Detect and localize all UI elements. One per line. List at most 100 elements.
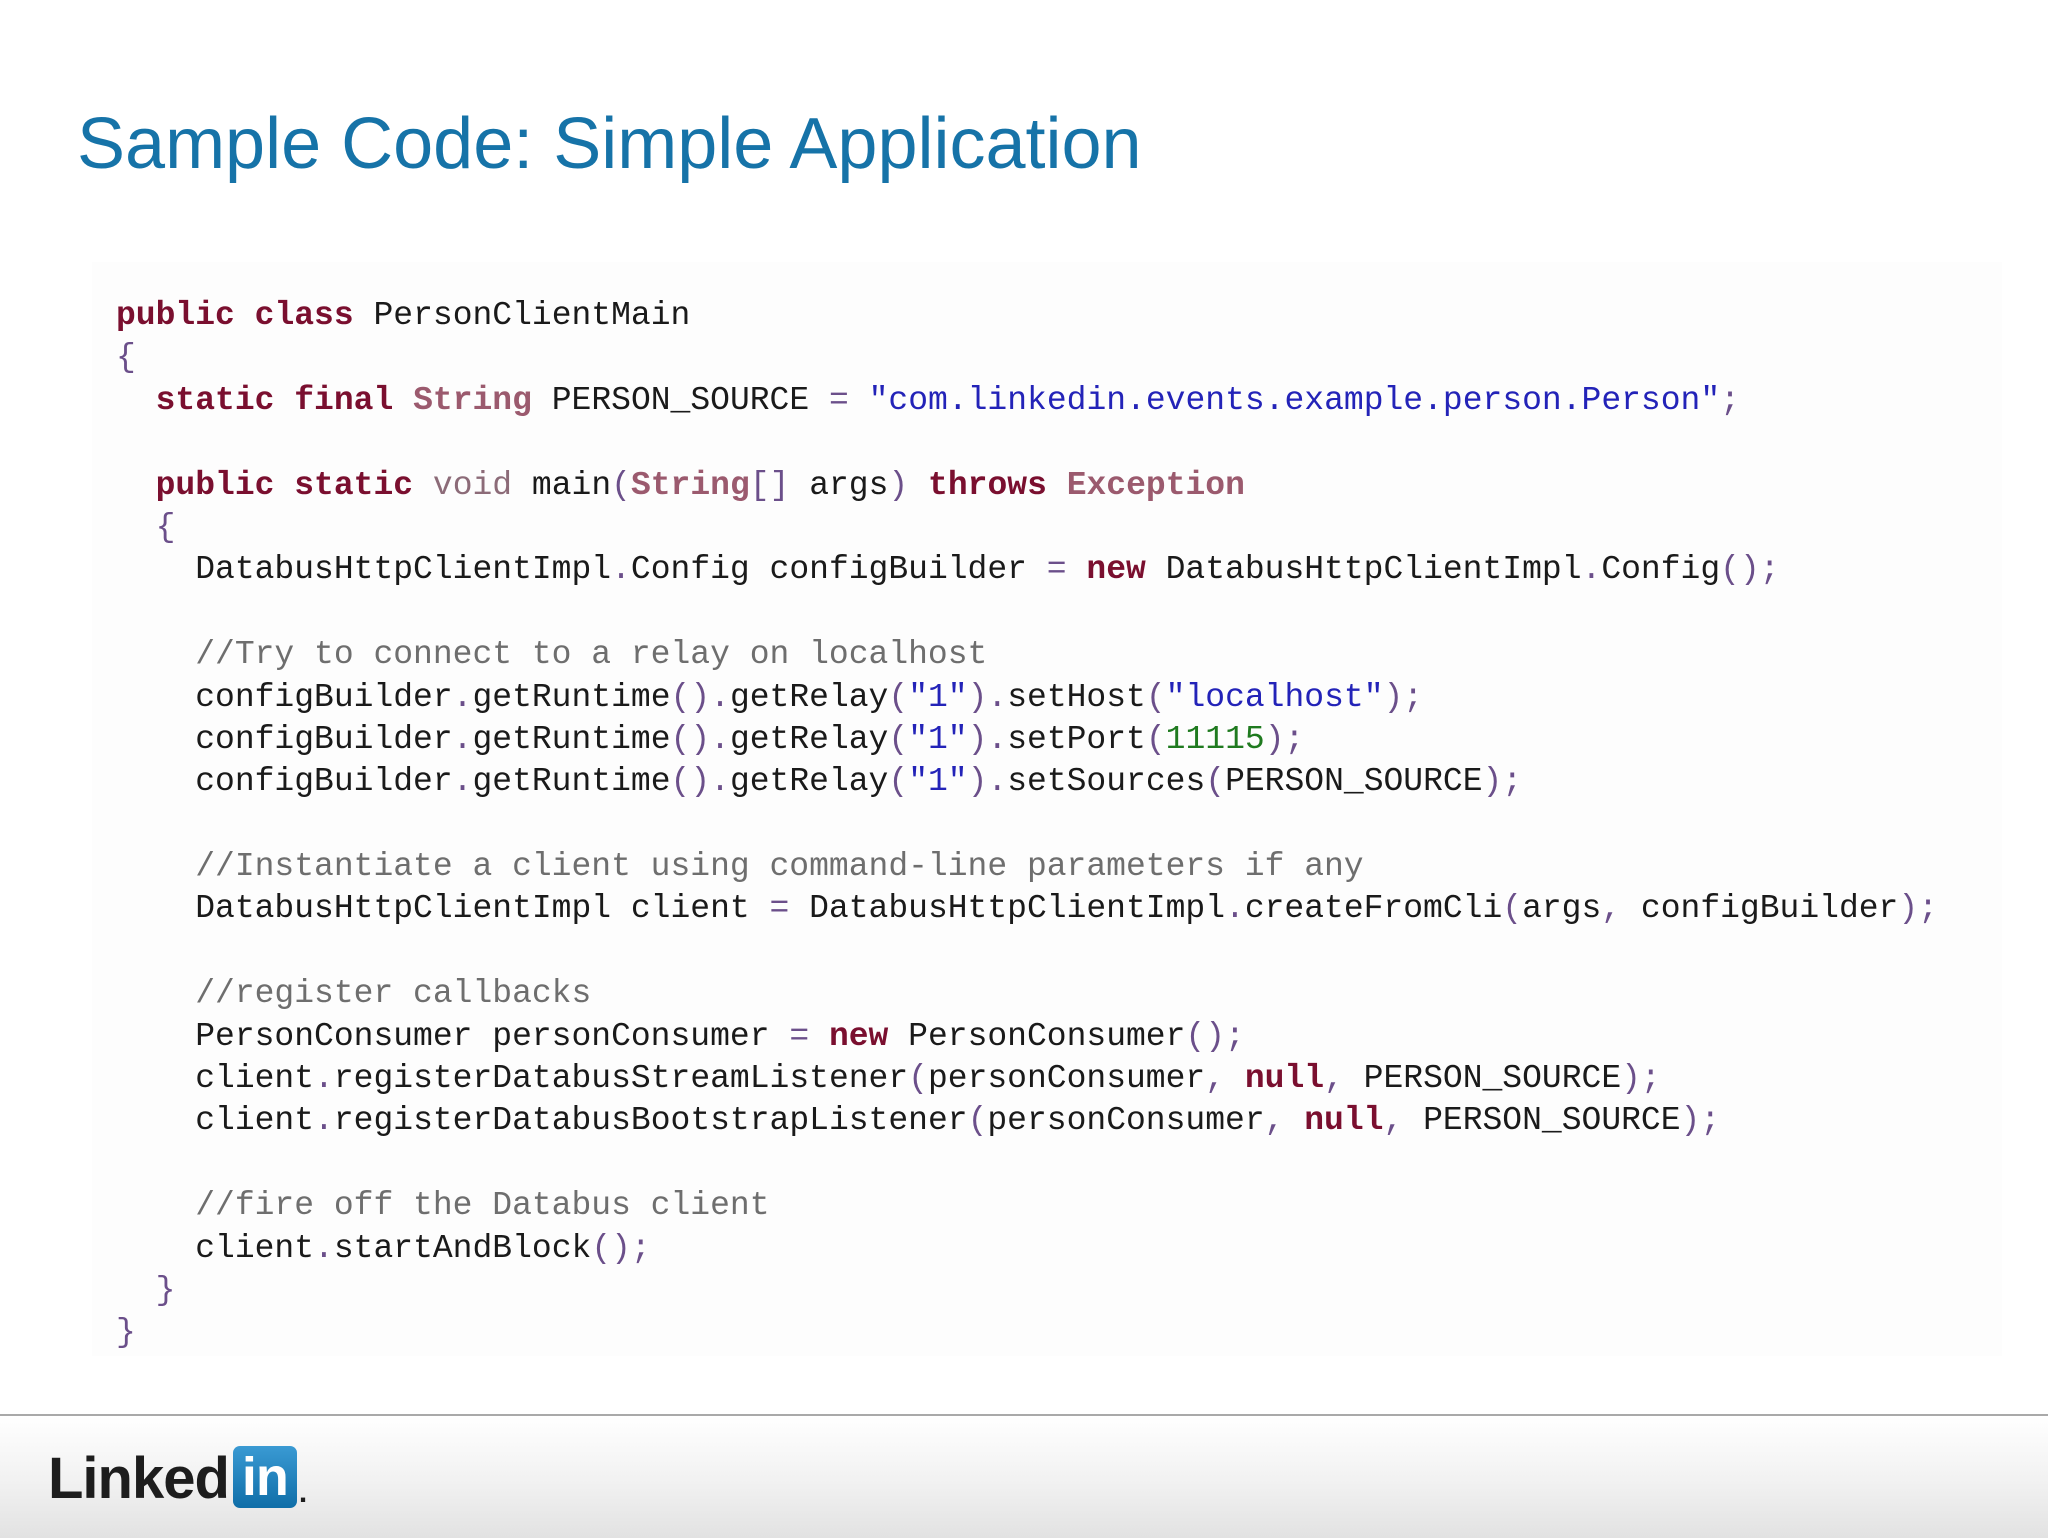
code-token — [908, 467, 928, 504]
code-token: PERSON_SOURCE — [1403, 1102, 1681, 1140]
code-token: ( — [1145, 678, 1166, 716]
code-token: ( — [908, 1060, 928, 1098]
code-token: DatabusHttpClientImpl — [1145, 551, 1582, 589]
code-token: personConsumer — [927, 1060, 1206, 1098]
code-token: args — [789, 466, 889, 504]
code-token: (). — [670, 720, 730, 758]
code-token: static — [155, 381, 275, 419]
code-token: . — [314, 1229, 334, 1267]
code-token: ); — [1482, 763, 1523, 801]
code-token: (). — [670, 678, 730, 716]
code-line — [116, 804, 1938, 846]
code-token: "1" — [908, 720, 968, 758]
code-token: setSources — [1007, 763, 1206, 801]
code-token: getRuntime — [472, 678, 671, 716]
code-token: . — [452, 720, 473, 758]
code-token: (). — [670, 763, 730, 801]
code-token: //Try to connect to a relay on localhost — [116, 636, 988, 674]
code-token: "1" — [908, 678, 968, 716]
code-token: ( — [1502, 890, 1523, 928]
code-token: new — [1086, 551, 1146, 589]
code-token: ); — [1898, 890, 1938, 928]
code-token: main — [512, 466, 612, 504]
code-line: client.startAndBlock(); — [116, 1228, 1938, 1270]
code-token: ( — [888, 720, 909, 758]
code-token — [235, 297, 255, 334]
code-token: null — [1304, 1102, 1384, 1140]
code-line: public static void main(String[] args) t… — [116, 465, 1938, 507]
code-line — [116, 931, 1938, 973]
code-token — [274, 382, 294, 419]
code-token — [809, 1018, 829, 1055]
code-token: } — [155, 1271, 176, 1309]
code-token: "1" — [908, 763, 968, 801]
code-line — [116, 422, 1938, 464]
code-token: //fire off the Databus client — [116, 1187, 770, 1225]
code-token: . — [314, 1102, 334, 1140]
code-token: throws — [928, 466, 1047, 504]
code-token — [413, 467, 433, 504]
code-token: . — [314, 1060, 334, 1098]
code-token: (); — [1185, 1017, 1245, 1055]
code-token: ( — [888, 678, 909, 716]
code-token: getRelay — [729, 720, 889, 758]
code-token: (); — [591, 1229, 651, 1267]
code-token: (); — [1720, 551, 1780, 589]
code-token — [274, 467, 294, 504]
code-token: = — [1046, 551, 1067, 589]
code-token: DatabusHttpClientImpl — [116, 551, 612, 589]
code-token: client — [116, 1060, 315, 1098]
code-token: personConsumer — [987, 1102, 1265, 1140]
code-token: , — [1601, 890, 1622, 928]
code-token: "localhost" — [1165, 678, 1384, 716]
code-token: Config — [1601, 551, 1721, 589]
code-line: //Try to connect to a relay on localhost — [116, 634, 1938, 676]
code-token: class — [254, 297, 354, 334]
code-token: ); — [1621, 1060, 1661, 1098]
code-token — [1047, 467, 1067, 504]
code-token: //register callbacks — [116, 975, 592, 1013]
code-token: PERSON_SOURCE — [1225, 763, 1483, 801]
code-token: public — [116, 297, 235, 334]
logo-registered-dot: . — [298, 1476, 308, 1509]
code-token: registerDatabusBootstrapListener — [333, 1102, 968, 1140]
code-token: Exception — [1066, 466, 1245, 504]
code-token: null — [1244, 1060, 1325, 1098]
code-token: public — [155, 466, 275, 504]
code-token: PersonConsumer — [888, 1017, 1186, 1055]
code-token: args — [1522, 890, 1602, 928]
code-token: "com.linkedin.events.example.person.Pers… — [868, 381, 1721, 419]
code-token — [116, 509, 156, 546]
code-line: client.registerDatabusStreamListener(per… — [116, 1058, 1938, 1100]
code-token: PERSON_SOURCE — [1343, 1060, 1622, 1098]
code-token: ; — [1720, 381, 1740, 419]
code-token: . — [452, 763, 473, 801]
code-token: , — [1383, 1102, 1404, 1140]
code-token: createFromCli — [1244, 890, 1503, 928]
code-token: ); — [1264, 720, 1305, 758]
linkedin-logo: Linked in . — [48, 1446, 307, 1508]
code-line: //fire off the Databus client — [116, 1185, 1938, 1227]
code-token: = — [828, 381, 849, 419]
code-token: DatabusHttpClientImpl client — [116, 890, 770, 928]
code-token: static — [294, 466, 414, 504]
code-token: [] — [749, 466, 790, 504]
code-token: void — [432, 466, 513, 504]
code-token: getRelay — [729, 763, 889, 801]
code-line — [116, 592, 1938, 634]
code-token: , — [1324, 1060, 1344, 1098]
code-token: , — [1264, 1102, 1285, 1140]
code-line: { — [116, 507, 1938, 549]
logo-wordmark: Linked — [48, 1446, 230, 1511]
code-token: getRelay — [729, 678, 889, 716]
code-token: = — [769, 890, 790, 928]
code-line: { — [116, 337, 1938, 379]
code-line: public class PersonClientMain — [116, 295, 1938, 337]
code-token: Config configBuilder — [630, 551, 1047, 589]
code-token: configBuilder — [1621, 890, 1899, 928]
code-line — [116, 1143, 1938, 1185]
code-token — [116, 1272, 156, 1309]
code-token: //Instantiate a client using command-lin… — [116, 848, 1364, 886]
code-token: PersonConsumer personConsumer — [116, 1017, 790, 1055]
slide-title: Sample Code: Simple Application — [77, 104, 1142, 184]
